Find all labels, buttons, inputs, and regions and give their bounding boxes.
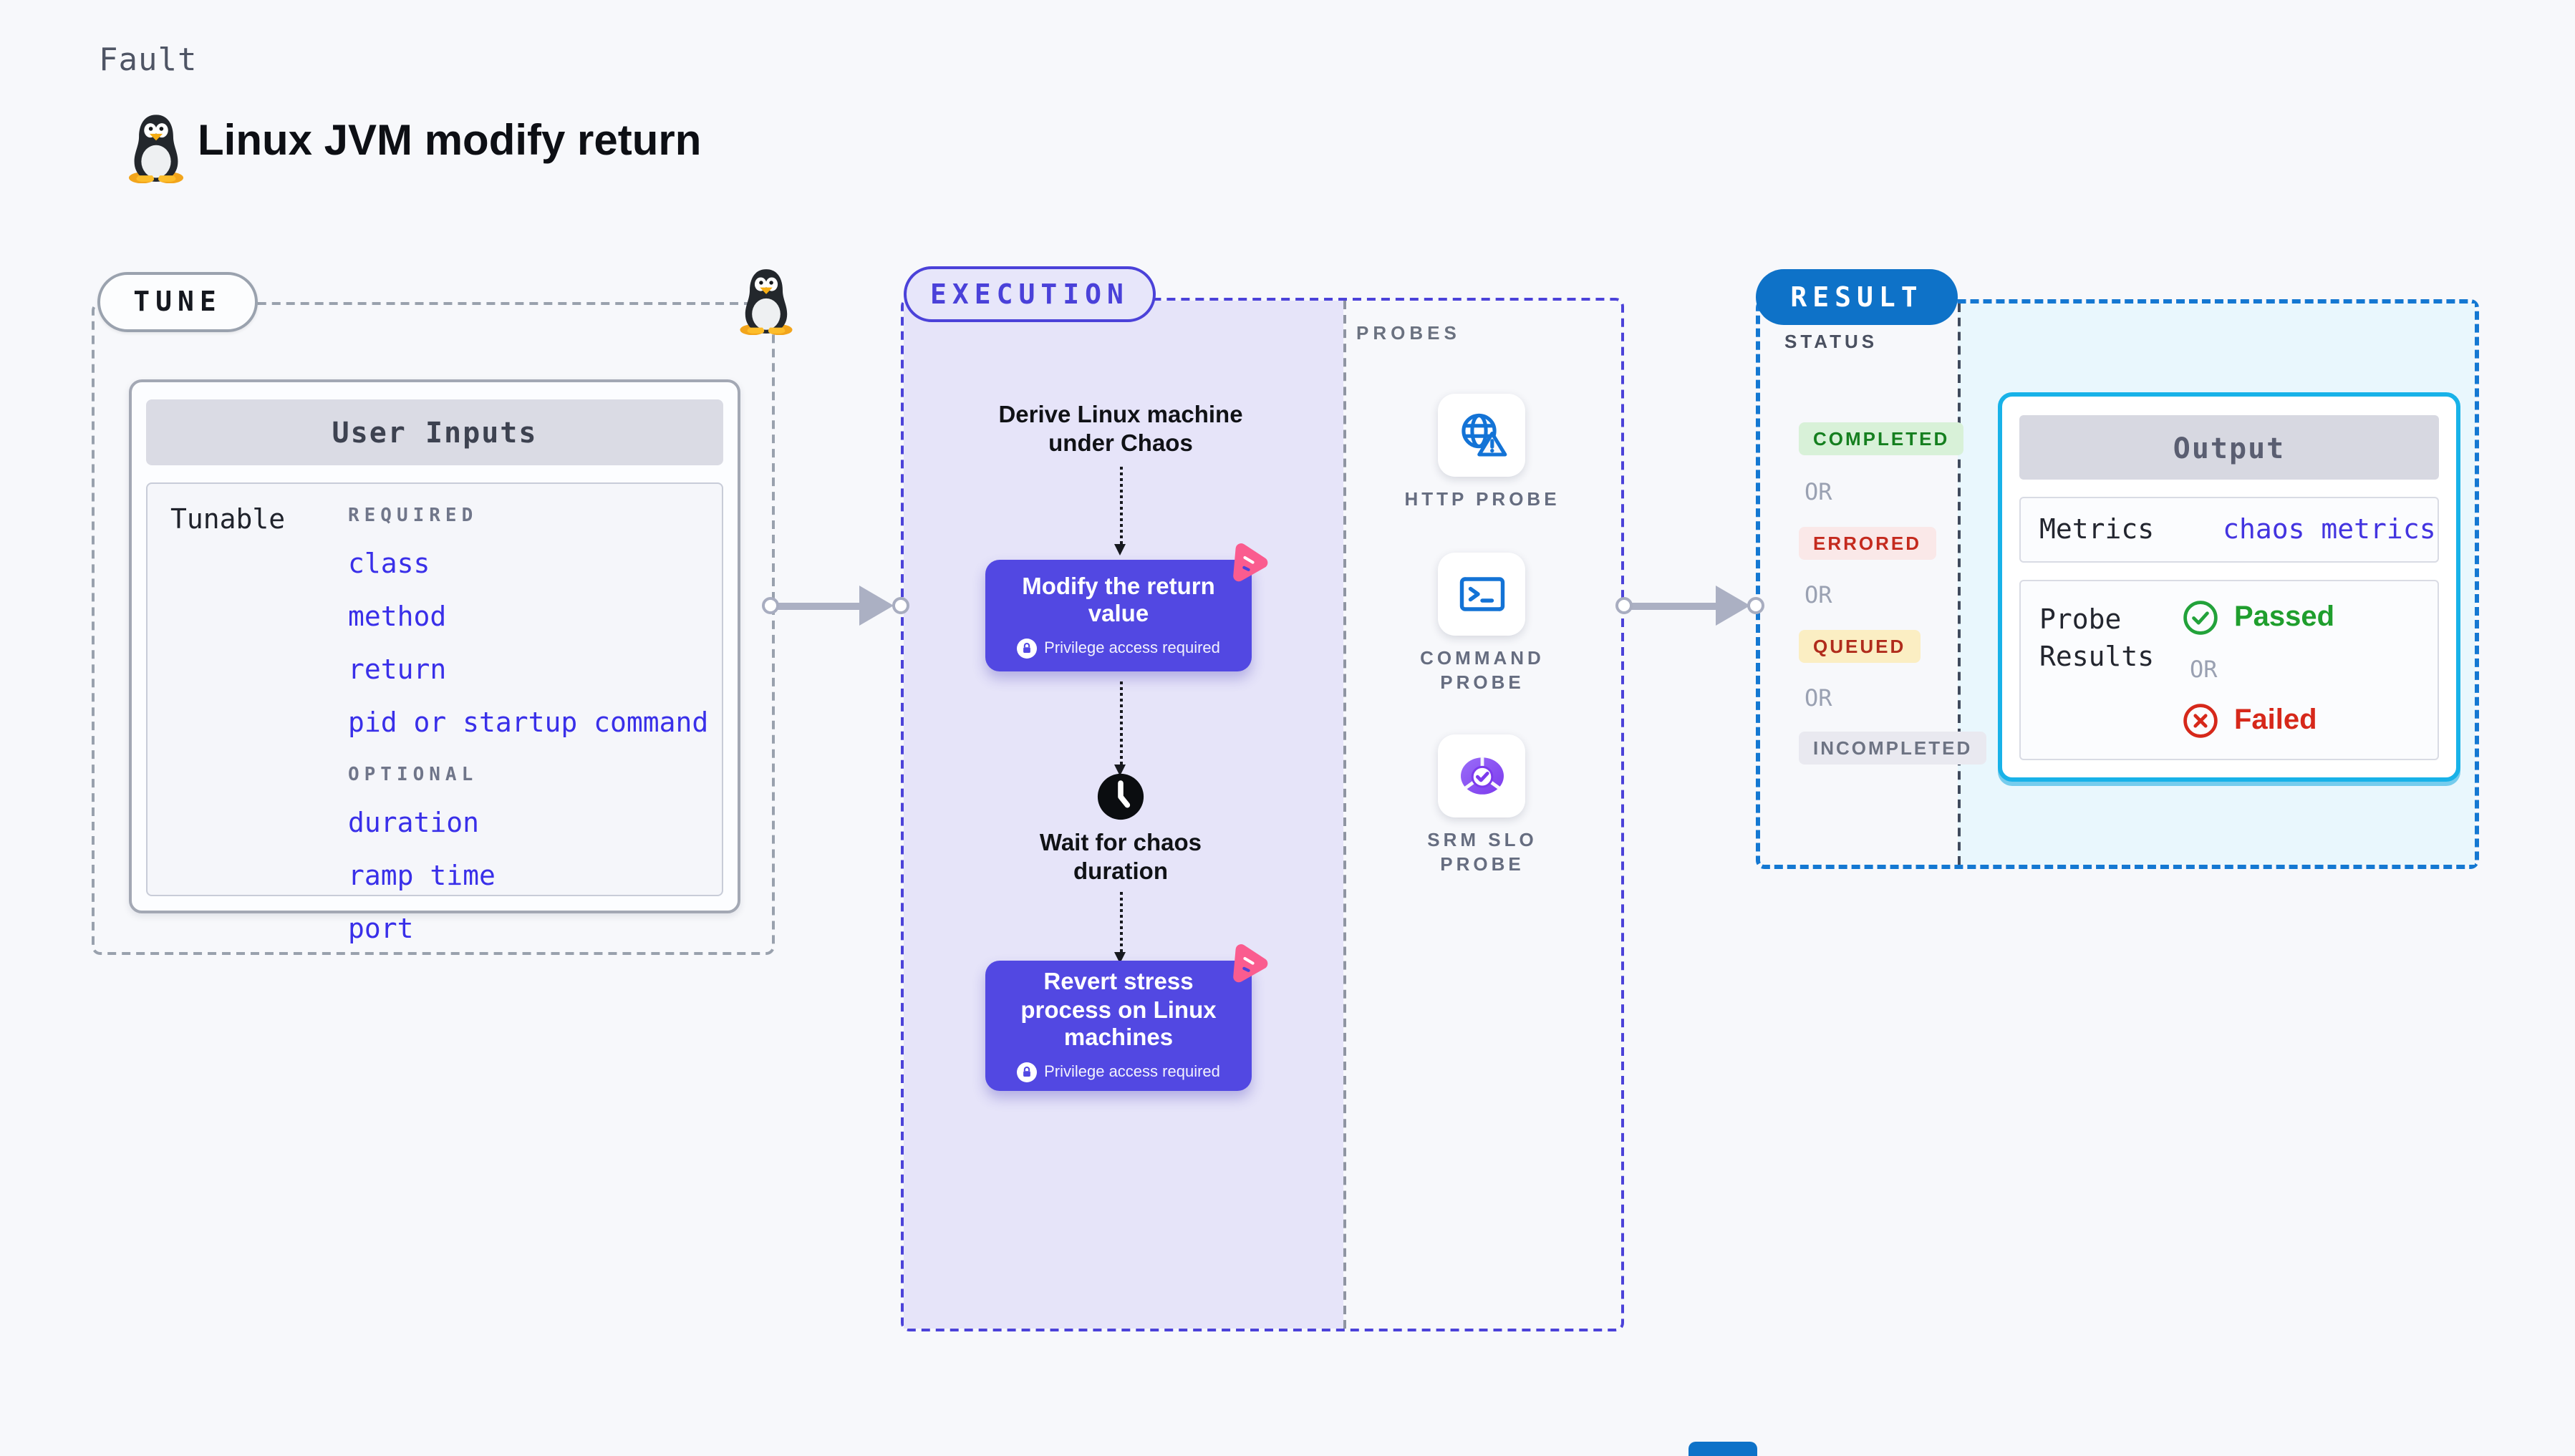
tunable-link-duration[interactable]: duration bbox=[348, 807, 480, 839]
tunable-link-ramp-time[interactable]: ramp time bbox=[348, 860, 496, 892]
metrics-value-link[interactable]: chaos metrics bbox=[2223, 514, 2436, 545]
tux-penguin-icon bbox=[740, 269, 793, 335]
privilege-note-text: Privilege access required bbox=[1044, 1063, 1220, 1081]
passed-result: Passed bbox=[2181, 598, 2334, 637]
passed-label: Passed bbox=[2234, 601, 2335, 633]
tunable-row-label: Tunable bbox=[170, 504, 286, 535]
tunable-link-return[interactable]: return bbox=[348, 654, 447, 686]
privilege-note: Privilege access required bbox=[1017, 1062, 1220, 1082]
flow-arrow-down-icon bbox=[1113, 892, 1126, 964]
clipped-section-badge bbox=[1689, 1442, 1757, 1456]
tune-section-box bbox=[92, 302, 775, 955]
srm-slo-probe-label: SRM SLO PROBE bbox=[1427, 829, 1537, 875]
tunable-link-pid-or-startup-command[interactable]: pid or startup command bbox=[348, 707, 709, 739]
optional-group-label: OPTIONAL bbox=[348, 765, 478, 786]
chaos-pinwheel-icon bbox=[1233, 944, 1268, 983]
pie-check-icon bbox=[1460, 757, 1503, 795]
failed-label: Failed bbox=[2234, 704, 2317, 736]
probe-results-label: Probe Results bbox=[2039, 604, 2155, 673]
chaos-pinwheel-icon bbox=[1233, 543, 1268, 582]
execution-probes-divider bbox=[1343, 301, 1346, 1329]
command-probe-label: COMMAND PROBE bbox=[1420, 647, 1545, 693]
user-inputs-body: Tunable REQUIRED class method return pid… bbox=[146, 482, 723, 945]
probes-section-label: PROBES bbox=[1356, 322, 1461, 344]
lock-icon bbox=[1017, 1062, 1038, 1082]
status-badge-queued: QUEUED bbox=[1799, 630, 1921, 663]
wait-step-text: Wait for chaos duration bbox=[1039, 830, 1202, 885]
page-title: Linux JVM modify return bbox=[198, 117, 702, 165]
clock-icon bbox=[1096, 772, 1146, 822]
user-inputs-header: User Inputs bbox=[146, 399, 723, 465]
or-separator: OR bbox=[1805, 684, 1832, 712]
status-column-label: STATUS bbox=[1784, 331, 1878, 352]
required-group-label: REQUIRED bbox=[348, 505, 478, 527]
globe-warning-icon bbox=[1461, 413, 1507, 457]
user-inputs-card: User Inputs Tunable REQUIRED class metho… bbox=[129, 379, 740, 945]
or-separator: OR bbox=[2190, 656, 2218, 683]
status-badge-errored: ERRORED bbox=[1799, 527, 1936, 560]
derive-step-text: Derive Linux machine under Chaos bbox=[998, 402, 1243, 457]
execution-flow: Derive Linux machine under Chaos Modify … bbox=[901, 298, 1340, 1331]
flow-arrow-down-icon bbox=[1113, 467, 1126, 555]
metrics-label: Metrics bbox=[2039, 514, 2155, 545]
fault-kicker: Fault bbox=[99, 43, 198, 79]
terminal-icon bbox=[1459, 577, 1504, 611]
tux-penguin-icon bbox=[128, 115, 184, 183]
check-circle-icon bbox=[2183, 601, 2218, 635]
lock-icon bbox=[1017, 638, 1038, 658]
tune-to-execution-arrow bbox=[762, 581, 911, 630]
flow-arrow-down-icon bbox=[1113, 681, 1126, 776]
http-probe-tile[interactable] bbox=[1438, 394, 1525, 477]
execution-section-badge: EXECUTION bbox=[904, 266, 1156, 322]
http-probe-label: HTTP PROBE bbox=[1404, 488, 1560, 510]
command-probe-tile[interactable] bbox=[1438, 553, 1525, 636]
revert-stress-title: Revert stress process on Linux machines bbox=[1020, 969, 1217, 1052]
privilege-note: Privilege access required bbox=[1017, 638, 1220, 658]
modify-return-title: Modify the return value bbox=[1022, 573, 1215, 627]
output-card-header: Output bbox=[2019, 415, 2439, 480]
probe-results-row: Probe Results Passed OR Faile bbox=[2019, 580, 2439, 760]
metrics-row: Metrics chaos metrics bbox=[2019, 497, 2439, 563]
or-separator: OR bbox=[1805, 478, 1832, 505]
modify-return-node: Modify the return value Privilege access… bbox=[985, 543, 1268, 671]
tunable-link-port[interactable]: port bbox=[348, 913, 414, 945]
privilege-note-text: Privilege access required bbox=[1044, 639, 1220, 656]
revert-stress-node: Revert stress process on Linux machines … bbox=[985, 944, 1268, 1091]
srm-slo-probe-tile[interactable] bbox=[1438, 734, 1525, 817]
status-badge-incompleted: INCOMPLETED bbox=[1799, 732, 1987, 765]
result-section-badge: RESULT bbox=[1756, 269, 1958, 325]
tune-section-badge: TUNE bbox=[97, 272, 258, 332]
tunable-link-class[interactable]: class bbox=[348, 548, 430, 580]
output-card: Output Metrics chaos metrics Probe Resul… bbox=[1998, 392, 2460, 782]
or-separator: OR bbox=[1805, 581, 1832, 608]
execution-to-result-arrow bbox=[1615, 581, 1764, 630]
failed-result: Failed bbox=[2181, 702, 2334, 740]
x-circle-icon bbox=[2183, 704, 2218, 738]
tunable-link-method[interactable]: method bbox=[348, 601, 447, 633]
status-badge-completed: COMPLETED bbox=[1799, 422, 1964, 455]
